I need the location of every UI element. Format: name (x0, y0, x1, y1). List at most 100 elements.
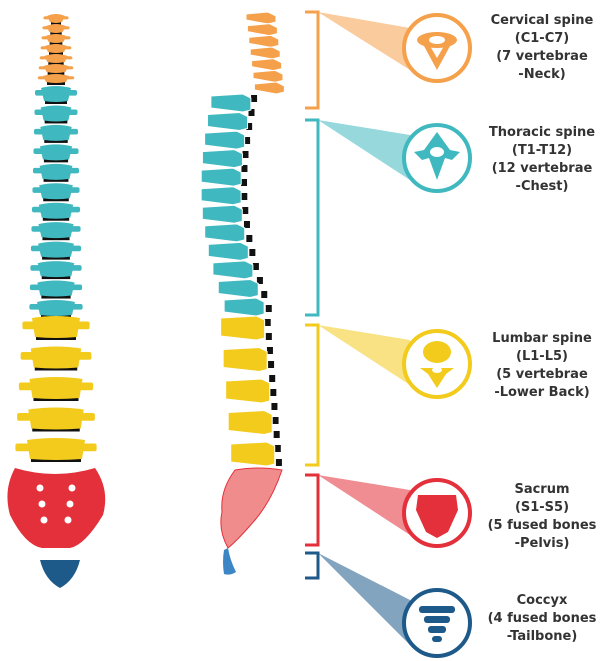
side-lumbar-vertebra (226, 379, 270, 403)
side-lumbar-vertebra (223, 348, 267, 372)
cervical-label-line-4: -Neck) (477, 66, 607, 84)
thoracic-label-line-1: Thoracic spine (477, 124, 607, 142)
side-intervertebral-disc (274, 431, 280, 438)
side-intervertebral-disc (270, 389, 276, 396)
front-lumbar-vertebrae (15, 316, 96, 462)
side-thoracic-vertebra (213, 261, 253, 279)
coccyx-bracket (305, 553, 318, 578)
lumbar-label-line-3: (5 vertebrae (477, 366, 607, 384)
side-thoracic-vertebra (201, 187, 241, 205)
sacral-foramen (67, 501, 74, 508)
lumbar-label: Lumbar spine (L1-L5) (5 vertebrae -Lower… (477, 330, 607, 402)
coccyx-label-line-3: -Tailbone) (477, 628, 607, 646)
front-thoracic-vertebra-process (30, 265, 81, 271)
front-cervical-vertebra-process (43, 16, 68, 19)
side-intervertebral-disc (249, 249, 255, 256)
lumbar-bracket (305, 325, 318, 465)
side-thoracic-vertebra (208, 242, 248, 260)
side-intervertebral-disc (276, 459, 282, 466)
front-thoracic-vertebra-process (34, 129, 78, 135)
cervical-callout-pointer (318, 12, 410, 70)
side-intervertebral-disc (266, 305, 272, 312)
sacrum-callout-pointer (318, 475, 410, 535)
lumbar-label-line-2: (L1-L5) (477, 348, 607, 366)
side-thoracic-vertebrae (201, 94, 264, 316)
front-cervical-vertebra-process (42, 26, 69, 29)
front-thoracic-vertebra-process (34, 109, 77, 115)
front-cervical-vertebra-process (42, 36, 71, 39)
front-thoracic-vertebra-process (29, 304, 82, 310)
cervical-label-line-2: (C1-C7) (477, 30, 607, 48)
coccyx-label-line-1: Coccyx (477, 592, 607, 610)
side-cervical-vertebra (254, 82, 284, 94)
side-intervertebral-disc (251, 95, 257, 102)
thoracic-label-line-4: -Chest) (477, 178, 607, 196)
front-thoracic-vertebra-process (31, 226, 80, 232)
side-thoracic-vertebra (218, 279, 258, 297)
side-thoracic-vertebra (205, 131, 245, 149)
sacral-foramen (41, 517, 48, 524)
thoracic-label-line-3: (12 vertebrae (477, 160, 607, 178)
sacral-foramen (37, 485, 44, 492)
cervical-label-line-3: (7 vertebrae (477, 48, 607, 66)
side-intervertebral-disc (242, 151, 248, 158)
front-thoracic-vertebra-process (32, 207, 80, 213)
coccyx-callout-pointer (318, 553, 410, 645)
side-intervertebral-disc (265, 319, 271, 326)
front-thoracic-vertebra-process (30, 285, 82, 291)
front-cervical-vertebra-process (41, 46, 72, 49)
side-lumbar-vertebra (228, 411, 272, 435)
side-thoracic-vertebra (202, 205, 242, 223)
front-lumbar-vertebra-process (17, 413, 95, 421)
cervical-label-line-1: Cervical spine (477, 12, 607, 30)
lumbar-callout-pointer (318, 325, 410, 385)
side-cervical-vertebrae (246, 12, 284, 94)
side-intervertebral-disc (275, 445, 281, 452)
side-intervertebral-disc (242, 207, 248, 214)
side-thoracic-vertebra (208, 113, 248, 131)
sacrum-label-line-1: Sacrum (477, 481, 607, 499)
side-intervertebral-disc (268, 361, 274, 368)
side-thoracic-vertebra (211, 94, 251, 112)
side-cervical-vertebra (250, 47, 280, 59)
side-intervertebral-disc (267, 347, 273, 354)
side-cervical-vertebra (246, 12, 276, 24)
sacrum-label: Sacrum (S1-S5) (5 fused bones -Pelvis) (477, 481, 607, 553)
region-brackets (305, 12, 318, 578)
sacrum-bracket (305, 475, 318, 545)
side-coccyx (223, 548, 236, 575)
side-thoracic-vertebra (224, 298, 264, 316)
side-intervertebral-disc (266, 333, 272, 340)
sacrum-label-line-4: -Pelvis) (477, 535, 607, 553)
region-callouts (318, 12, 470, 656)
side-intervertebral-disc (241, 179, 247, 186)
lumbar-label-line-1: Lumbar spine (477, 330, 607, 348)
sacrum-label-line-3: (5 fused bones (477, 517, 607, 535)
side-spine-view (201, 12, 284, 575)
lumbar-label-line-4: -Lower Back) (477, 384, 607, 402)
side-intervertebral-disc (273, 417, 279, 424)
side-cervical-vertebra (252, 59, 282, 71)
front-thoracic-vertebra-process (35, 90, 77, 96)
side-intervertebral-disc (261, 291, 267, 298)
front-thoracic-vertebrae (29, 86, 82, 318)
side-intervertebral-disc (241, 193, 247, 200)
side-intervertebral-disc (253, 263, 259, 270)
cervical-bracket (305, 12, 318, 108)
front-cervical-vertebra-process (40, 56, 73, 59)
coccyx-label-line-2: (4 fused bones (477, 610, 607, 628)
front-thoracic-vertebra-process (31, 246, 81, 252)
side-cervical-vertebra (253, 70, 283, 82)
front-cervical-vertebra-process (38, 76, 74, 79)
sacral-foramen (69, 485, 76, 492)
front-lumbar-vertebra-process (19, 383, 93, 391)
side-thoracic-vertebra (205, 224, 245, 242)
thoracic-label: Thoracic spine (T1-T12) (12 vertebrae -C… (477, 124, 607, 196)
front-cervical-vertebrae (38, 14, 74, 85)
thoracic-bracket (305, 120, 318, 315)
thoracic-label-line-2: (T1-T12) (477, 142, 607, 160)
front-thoracic-vertebra-process (32, 187, 79, 193)
front-thoracic-vertebra-process (33, 148, 78, 154)
cervical-label: Cervical spine (C1-C7) (7 vertebrae -Nec… (477, 12, 607, 84)
side-lumbar-vertebra (221, 316, 265, 340)
